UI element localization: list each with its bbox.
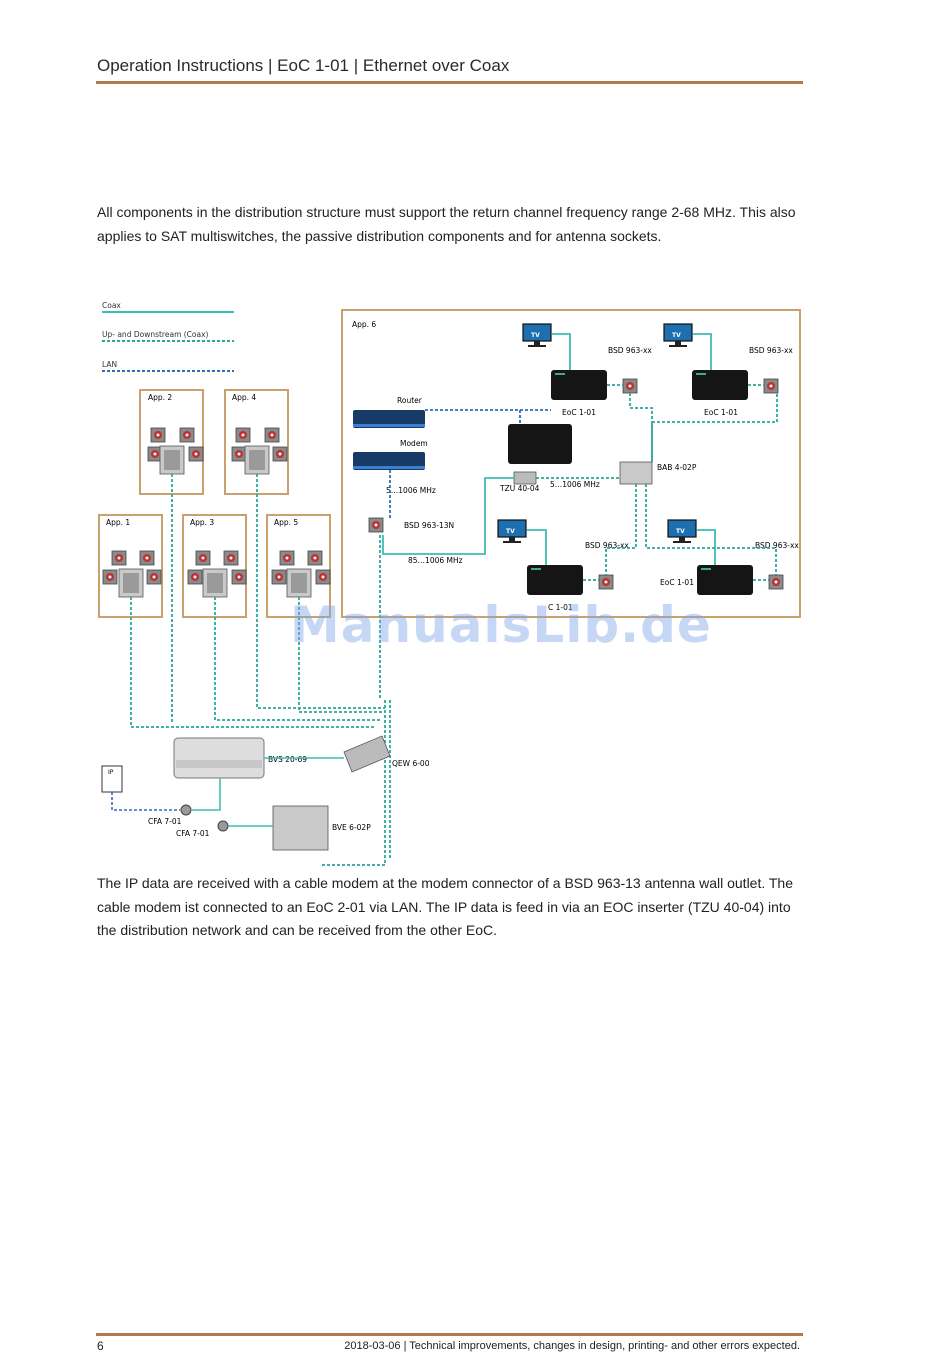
legend-coax-label: Coax: [102, 301, 121, 310]
apartment-app3: App. 3: [182, 514, 247, 618]
svg-text:App. 5: App. 5: [274, 518, 298, 527]
diagram-svg: Coax Up- and Downstream (Coax) LAN App. …: [98, 301, 801, 866]
svg-text:App. 2: App. 2: [148, 393, 172, 402]
modem-label: Modem: [400, 439, 428, 448]
eoc-label-1: EoC 1-01: [562, 408, 596, 417]
header-title: Operation Instructions | EoC 1-01 | Ethe…: [97, 56, 510, 75]
qew-splitter: QEW 6-00: [343, 735, 430, 773]
legend-updown-label: Up- and Downstream (Coax): [102, 330, 209, 339]
eoc-label-2: EoC 1-01: [704, 408, 738, 417]
footer-text: 2018-03-06 | Technical improvements, cha…: [344, 1340, 800, 1352]
svg-text:QEW 6-00: QEW 6-00: [392, 759, 430, 768]
freq-85-label: 85…1006 MHz: [408, 556, 463, 565]
legend-lan-label: LAN: [102, 360, 117, 369]
legend: Coax Up- and Downstream (Coax) LAN: [102, 301, 234, 372]
svg-text:BVE 6-02P: BVE 6-02P: [332, 823, 371, 832]
eoc-label-3: C 1-01: [548, 603, 573, 612]
freq-tzu-label: 5…1006 MHz: [550, 480, 600, 489]
svg-text:TV: TV: [676, 528, 685, 535]
bab-label: BAB 4-02P: [657, 463, 697, 472]
svg-text:App. 4: App. 4: [232, 393, 256, 402]
svg-text:CFA 7-01: CFA 7-01: [148, 817, 182, 826]
apartment-app2: App. 2: [139, 389, 204, 495]
svg-text:App. 6: App. 6: [352, 320, 376, 329]
bsd-xx-label-3: BSD 963-xx: [585, 541, 629, 550]
svg-text:CFA 7-01: CFA 7-01: [176, 829, 210, 838]
body-paragraph: The IP data are received with a cable mo…: [97, 875, 794, 938]
apartment-app1: App. 1: [98, 514, 163, 618]
header-rule: [96, 81, 803, 84]
page-number: 6: [97, 1339, 104, 1353]
apartment-app6: App. 6 Router Modem 5…1006 MHz BSD 963-1…: [341, 309, 801, 618]
bsd-xx-label-4: BSD 963-xx: [755, 541, 799, 550]
bve-distributor: BVE 6-02P: [272, 805, 371, 851]
distribution-diagram: Coax Up- and Downstream (Coax) LAN App. …: [90, 290, 810, 874]
svg-text:TV: TV: [506, 528, 515, 535]
svg-text:TV: TV: [531, 332, 540, 339]
building-wiring: [130, 474, 391, 866]
bsd13n-label: BSD 963-13N: [404, 521, 454, 530]
bsd-xx-label-1: BSD 963-xx: [608, 346, 652, 355]
bsd-xx-label-2: BSD 963-xx: [749, 346, 793, 355]
apartment-app4: App. 4: [224, 389, 289, 495]
router-label: Router: [397, 396, 423, 405]
cfa-filters: CFA 7-01 CFA 7-01 IP: [101, 757, 344, 838]
eoc-label-4: EoC 1-01: [660, 578, 694, 587]
tzu-label: TZU 40-04: [499, 484, 540, 493]
intro-paragraph: All components in the distribution struc…: [97, 204, 796, 244]
svg-text:App. 3: App. 3: [190, 518, 214, 527]
svg-text:IP: IP: [108, 769, 114, 776]
svg-text:TV: TV: [672, 332, 681, 339]
svg-text:BVS 20-69: BVS 20-69: [268, 755, 307, 764]
watermark: ManualsLib.de: [290, 596, 712, 654]
svg-text:App. 1: App. 1: [106, 518, 130, 527]
footer-rule: [96, 1333, 803, 1336]
freq-modem-label: 5…1006 MHz: [386, 486, 436, 495]
